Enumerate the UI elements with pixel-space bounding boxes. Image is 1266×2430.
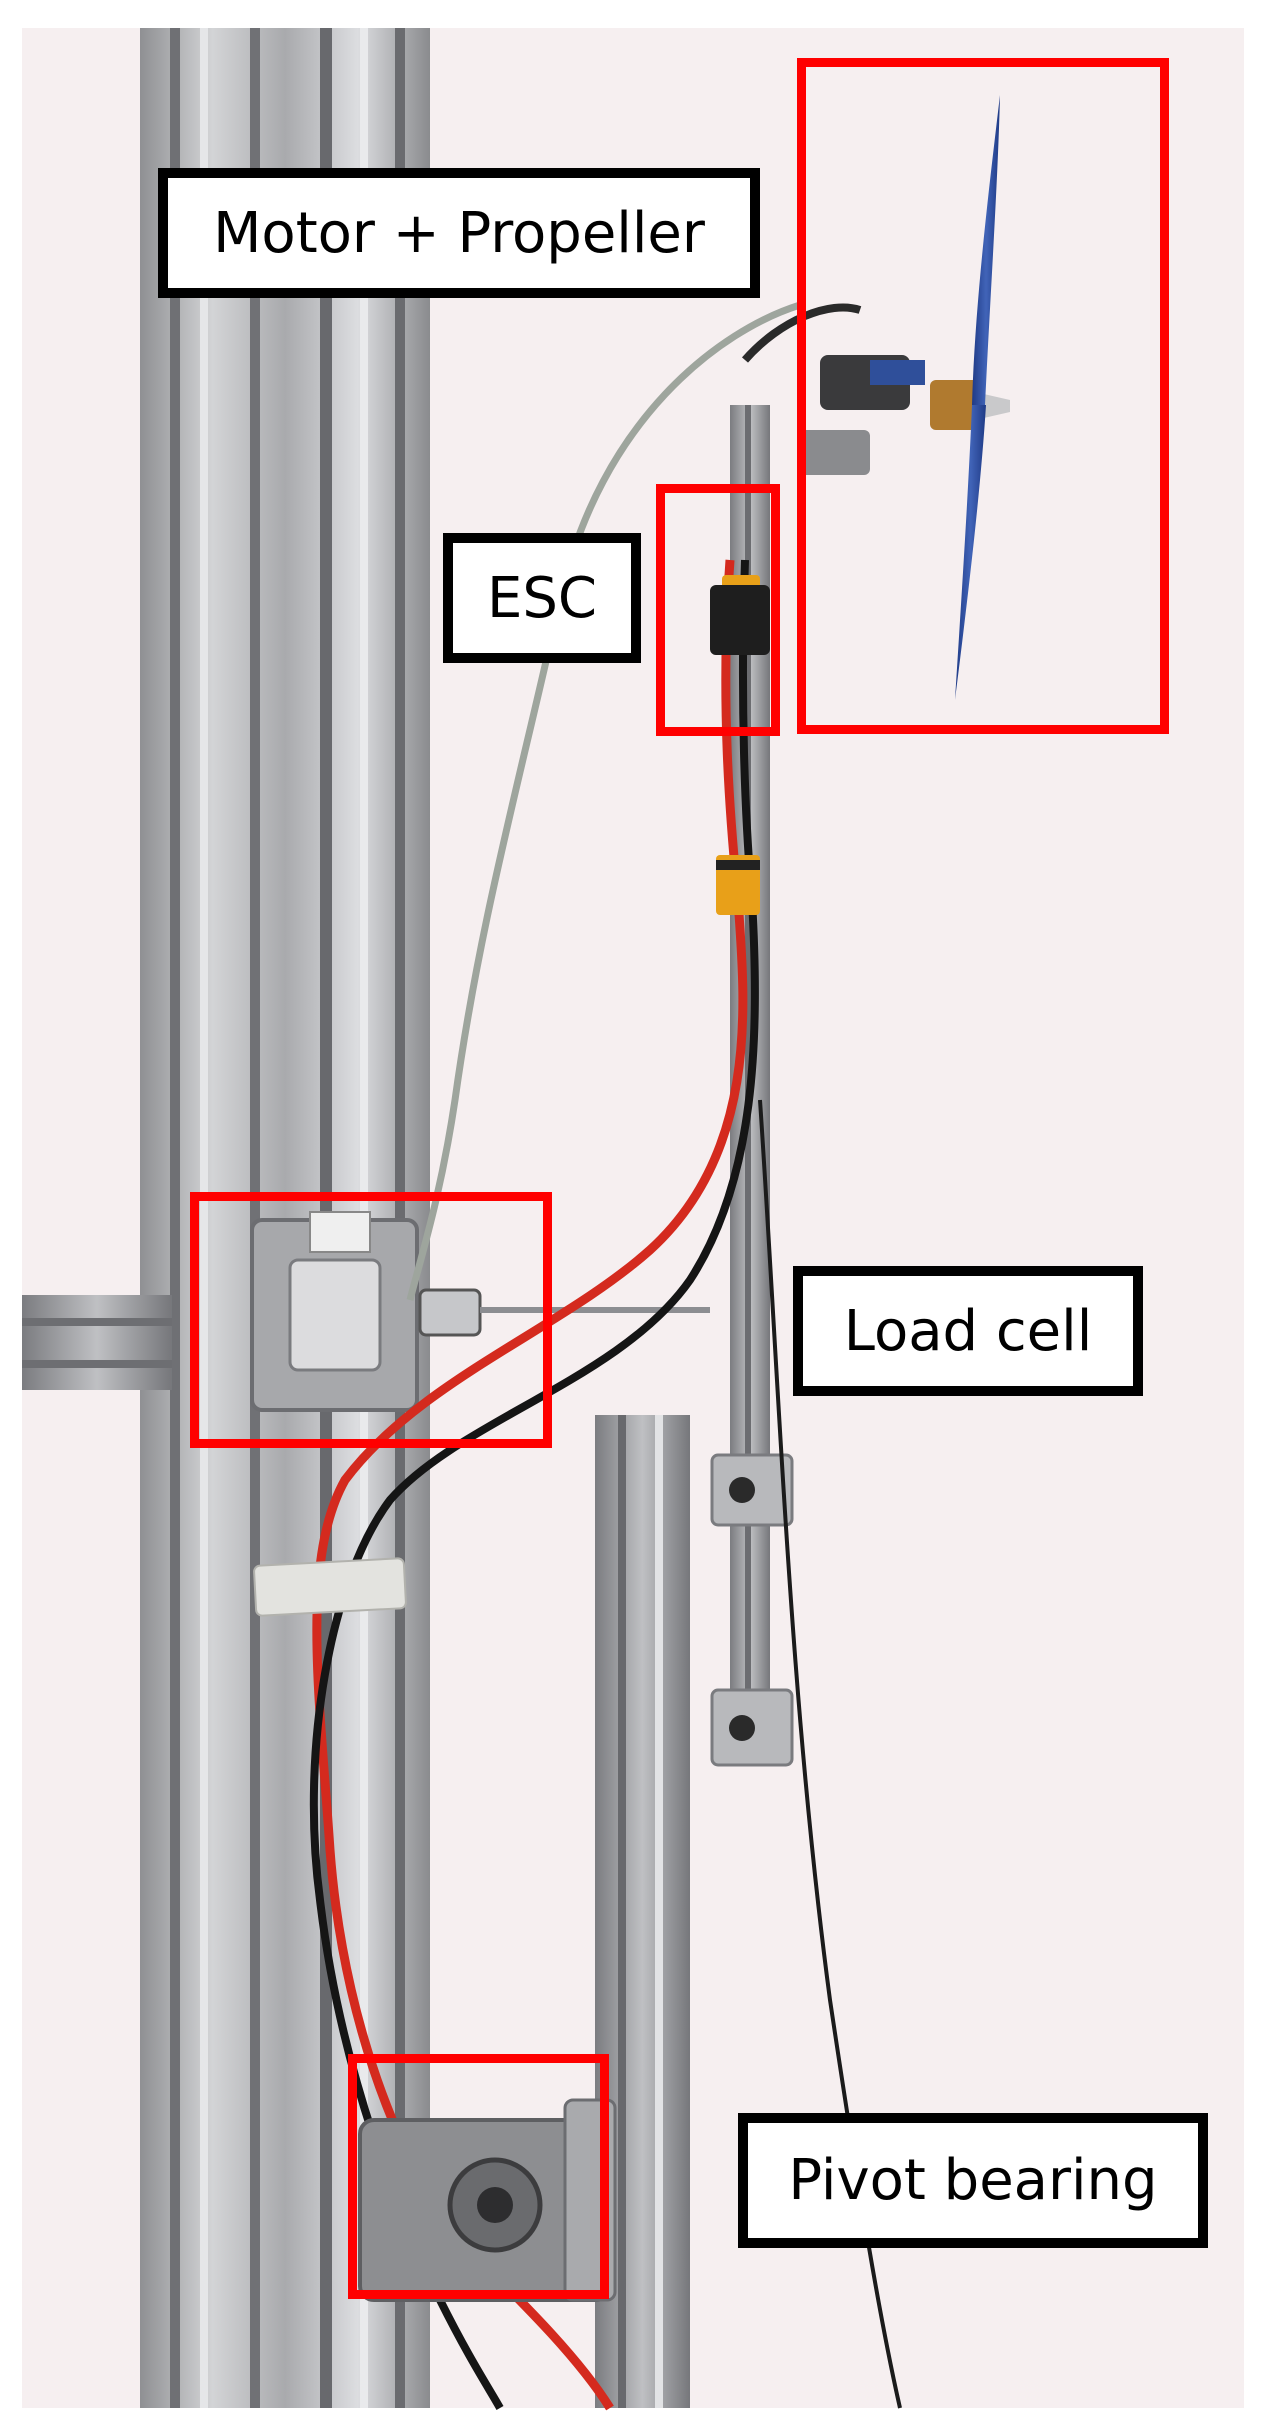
load-cell-assembly bbox=[250, 1211, 710, 1412]
tape-wrap bbox=[253, 1557, 407, 1617]
motor-mount bbox=[741, 303, 1010, 475]
label-motor-propeller: Motor + Propeller bbox=[158, 168, 760, 298]
highlight-box-pivot-bearing bbox=[348, 2054, 609, 2299]
label-load-cell: Load cell bbox=[793, 1266, 1143, 1396]
grey-cable bbox=[406, 301, 802, 1301]
highlight-box-motor-propeller bbox=[797, 58, 1169, 734]
highlight-box-esc bbox=[656, 484, 780, 736]
black-signal-wire bbox=[758, 1099, 902, 2409]
label-esc: ESC bbox=[443, 533, 641, 663]
propeller bbox=[955, 95, 1000, 700]
side-stub-rail bbox=[22, 1295, 172, 1390]
pivot-bearing-assembly bbox=[358, 2098, 617, 2302]
label-pivot-bearing: Pivot bearing bbox=[738, 2113, 1208, 2248]
esc-module bbox=[710, 585, 770, 655]
highlight-box-load-cell bbox=[190, 1192, 552, 1448]
